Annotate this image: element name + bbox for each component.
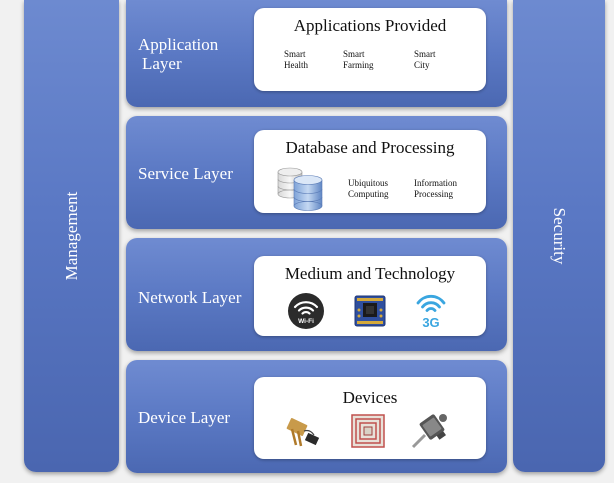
- information-processing-label: Information Processing: [414, 178, 457, 199]
- medium-card-title: Medium and Technology: [284, 264, 456, 283]
- device-layer: Device Layer Devices: [126, 360, 507, 473]
- service-layer-label: Service Layer: [138, 164, 233, 183]
- device-layer-label: Device Layer: [138, 408, 231, 427]
- wifi-badge-icon: Wi-Fi: [288, 293, 324, 329]
- devices-card: Devices: [254, 377, 486, 459]
- ubiquitous-computing-label: Ubiquitous Computing: [348, 178, 389, 199]
- application-layer: Application Layer Applications Provided …: [126, 0, 507, 107]
- medium-card: Medium and Technology Wi-Fi 3G: [254, 256, 486, 336]
- database-icon: [277, 167, 323, 211]
- database-card: Database and Processing Ubiquitous: [254, 130, 486, 213]
- application-layer-label-line2: Layer: [142, 54, 182, 73]
- application-layer-label: Application Layer: [138, 35, 238, 73]
- devices-card-title: Devices: [342, 388, 398, 407]
- security-bar: Security: [513, 0, 605, 472]
- actuator-motor-icon: [411, 414, 447, 449]
- smart-farming-label: Smart Farming: [343, 49, 374, 70]
- smart-health-label: Smart Health: [284, 49, 308, 70]
- security-label: Security: [550, 207, 569, 265]
- management-label: Management: [61, 191, 81, 281]
- management-bar: Management: [24, 0, 119, 472]
- network-layer-label: Network Layer: [138, 288, 242, 307]
- database-card-title: Database and Processing: [285, 138, 455, 157]
- applications-card: Applications Provided Smart Health Smart…: [254, 8, 486, 91]
- 3g-text: 3G: [422, 315, 439, 329]
- rfid-chip-icon: [351, 414, 385, 448]
- 3g-signal-icon: 3G: [416, 294, 446, 329]
- application-layer-label-line1: Application: [138, 35, 219, 54]
- applications-card-title: Applications Provided: [293, 16, 447, 35]
- service-layer: Service Layer Database and Processing: [126, 116, 507, 229]
- circuit-board-icon: [354, 295, 386, 327]
- smart-city-label: Smart City: [414, 49, 436, 70]
- network-layer: Network Layer Medium and Technology Wi-F…: [126, 238, 507, 351]
- wifi-text: Wi-Fi: [298, 318, 314, 325]
- soil-sensor-icon: [286, 418, 320, 447]
